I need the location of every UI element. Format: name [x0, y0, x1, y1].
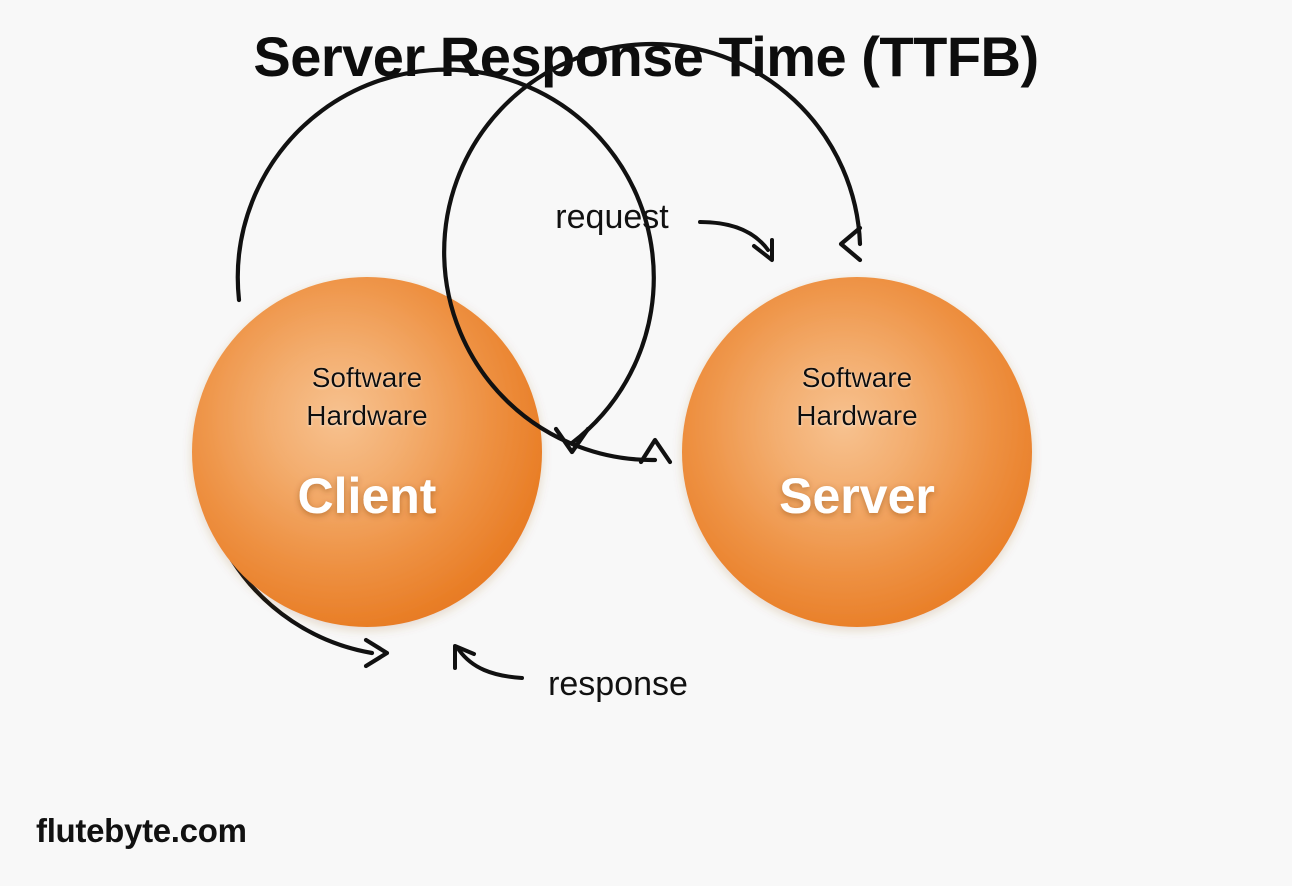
request-pointer-path: [698, 220, 770, 252]
server-arc-path: [442, 41, 863, 463]
client-node-label: Client: [298, 468, 437, 524]
client-sub-hardware: Hardware: [306, 400, 427, 431]
client-arrowhead-down-icon: [553, 426, 591, 455]
request-pointer-arrowhead-icon: [752, 238, 774, 262]
request-label: request: [555, 198, 669, 236]
response-label: response: [548, 665, 688, 703]
server-circle[interactable]: [682, 277, 1032, 627]
response-pointer-path: [457, 648, 524, 680]
server-node-label: Server: [779, 468, 935, 524]
server-node[interactable]: Software Hardware Server: [682, 277, 1032, 627]
site-watermark: flutebyte.com: [36, 812, 247, 849]
response-pointer-arrowhead-icon: [453, 644, 476, 670]
request-flow: request: [555, 198, 774, 262]
client-sub-software: Software: [312, 362, 423, 393]
server-arrowhead-up-icon: [638, 437, 673, 465]
server-sub-hardware: Hardware: [796, 400, 917, 431]
client-node[interactable]: Software Hardware Client: [192, 277, 542, 627]
client-circle[interactable]: [192, 277, 542, 627]
client-arrowhead-right-icon: [363, 637, 390, 669]
server-arrowhead-left-icon: [838, 225, 863, 263]
client-arc-lower-path: [229, 557, 375, 656]
server-sub-software: Software: [802, 362, 913, 393]
server-cycle-arrow: [442, 41, 863, 465]
response-flow: response: [453, 644, 688, 703]
